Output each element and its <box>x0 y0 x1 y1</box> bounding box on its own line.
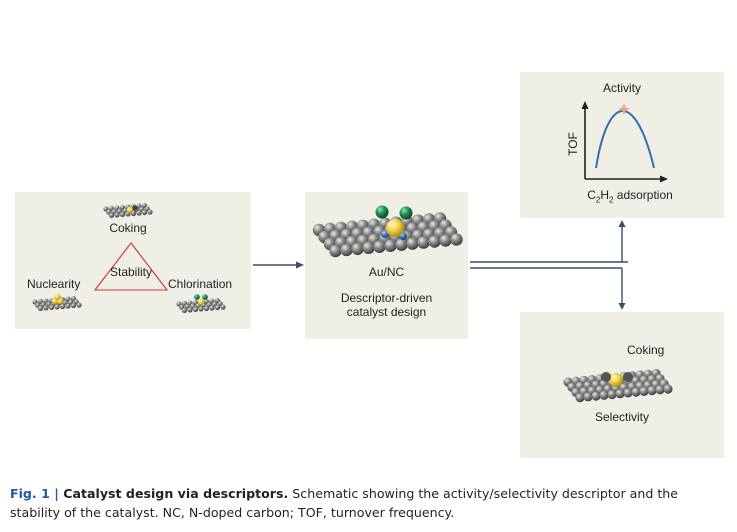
carbon-atom <box>136 210 142 216</box>
carbon-atom <box>607 389 617 400</box>
carbon-atom <box>114 212 120 218</box>
carbon-atom <box>623 388 633 398</box>
label-selectivity: Selectivity <box>594 410 650 424</box>
figure-title: Catalyst design via descriptors. <box>58 486 289 501</box>
carbon-atom <box>663 384 673 394</box>
carbon-atom <box>141 209 148 216</box>
figure-caption: Fig. 1 | Catalyst design via descriptors… <box>10 484 728 522</box>
carbon-atom <box>591 391 601 401</box>
label-au-nc: Au/NC <box>368 265 405 279</box>
carbon-atom <box>59 303 66 310</box>
carbon-atom <box>181 307 188 313</box>
carbon-atom <box>329 244 342 258</box>
catalyst-panel: Au/NC Descriptor-driven catalyst design <box>305 192 468 339</box>
carbon-atom <box>54 304 60 310</box>
carbon-atom <box>631 387 641 397</box>
carbon-atom <box>362 241 375 255</box>
carbon-atom <box>406 237 419 250</box>
coked-sheet <box>563 368 673 403</box>
chlorine-atom <box>194 294 200 300</box>
carbon-atom <box>187 307 193 313</box>
carbon-atom <box>639 386 649 396</box>
carbon-atom <box>70 302 77 309</box>
carbon-atom <box>48 304 55 311</box>
carbon-atom <box>395 238 408 251</box>
stability-panel: Coking Stability Nuclearity Chlorination <box>15 192 251 329</box>
figure-text: Schematic showing the activity/selectivi… <box>10 486 679 520</box>
carbon-atom <box>147 209 153 215</box>
stability-triangle <box>93 242 169 291</box>
carbon-atom <box>119 211 126 218</box>
carbon-atom <box>583 392 593 402</box>
au-nc-model <box>312 205 463 258</box>
carbon-atom <box>417 236 430 249</box>
figure-label: Fig. 1 | <box>10 486 59 501</box>
selectivity-panel: Coking Selectivity <box>520 312 724 458</box>
split-arrows <box>470 220 628 310</box>
volcano-plot <box>581 101 668 183</box>
mini-sheet-chlorination <box>176 294 226 313</box>
carbon-atom <box>220 304 226 310</box>
label-design-1: Descriptor-driven <box>340 291 433 305</box>
label-tof: TOF <box>566 132 580 156</box>
carbon-atom <box>214 304 221 311</box>
carbon-atom <box>655 385 665 395</box>
chlorine-atom <box>202 294 208 300</box>
carbon-atom <box>384 239 397 252</box>
carbon-atom <box>575 393 585 403</box>
carbon-atom <box>203 305 210 312</box>
carbon-atom <box>65 303 71 309</box>
carbon-atom <box>198 306 204 312</box>
gold-atom <box>126 206 134 214</box>
activity-panel: Activity TOF C2H2 adsorption <box>520 72 724 218</box>
carbon-atom <box>192 306 199 313</box>
carbon-atom <box>647 385 657 396</box>
optimum-star <box>618 103 630 115</box>
arrow-to-center <box>253 261 304 269</box>
label-coking-selectivity: Coking <box>627 343 665 357</box>
carbon-atom <box>373 240 386 253</box>
carbon-atom <box>37 305 44 311</box>
carbon-atom <box>615 389 625 399</box>
carbon-atom <box>76 302 82 308</box>
coke-atom <box>132 205 138 211</box>
label-stability: Stability <box>109 265 153 279</box>
carbon-atom <box>43 305 49 311</box>
label-nuclearity: Nuclearity <box>27 277 81 291</box>
carbon-atom <box>351 242 364 256</box>
coke-atom <box>623 372 633 382</box>
chlorine-atom <box>375 205 389 219</box>
gold-atom <box>609 373 623 387</box>
label-activity: Activity <box>602 81 641 95</box>
mini-sheet-coking <box>103 203 153 218</box>
gold-atom <box>386 219 404 237</box>
carbon-atom <box>599 390 609 400</box>
label-coking: Coking <box>109 221 147 235</box>
carbon-atom <box>209 305 215 311</box>
carbon-atom <box>439 234 452 247</box>
carbon-atom <box>340 243 353 257</box>
mini-sheet-nuclearity <box>32 293 82 311</box>
carbon-atom <box>108 212 115 218</box>
gold-atom <box>197 298 205 306</box>
label-chlorination: Chlorination <box>168 277 233 291</box>
coke-atom <box>601 372 611 382</box>
label-c2h2-adsorption: C2H2 adsorption <box>587 188 673 205</box>
carbon-atom <box>450 233 463 246</box>
gold-atom <box>54 293 61 301</box>
carbon-atom <box>428 235 441 248</box>
label-design-2: catalyst design <box>346 305 427 319</box>
chlorine-atom <box>399 206 413 220</box>
